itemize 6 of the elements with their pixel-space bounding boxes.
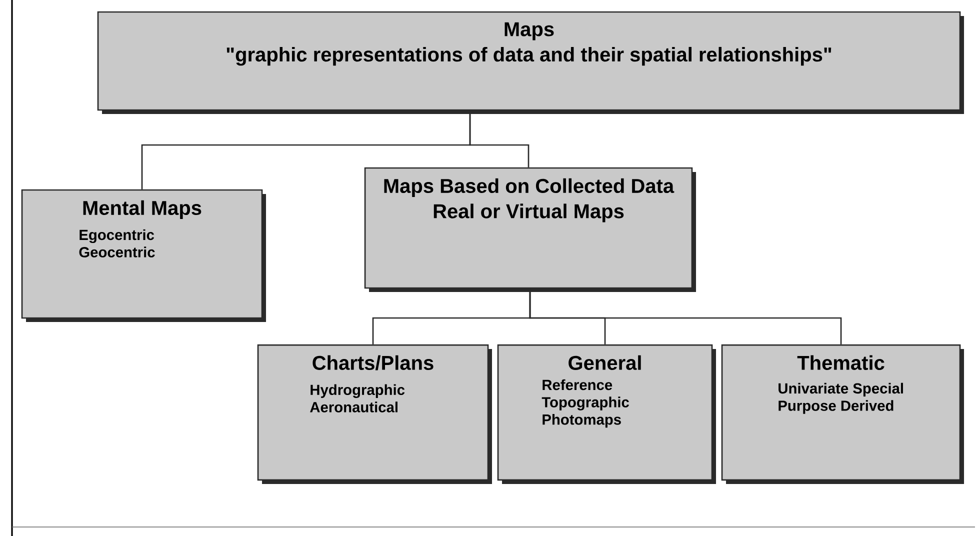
category-box: Maps "graphic representations of data and their spatial relationships" <box>97 11 964 114</box>
category-box: Maps Based on Collected Data Real or Virtual Maps <box>364 167 696 292</box>
category-box: General Reference Topographic Photomaps <box>497 344 716 484</box>
category-box: Mental Maps Egocentric Geocentric <box>21 189 266 322</box>
category-box: Charts/Plans Hydrographic Aeronautical <box>257 344 492 484</box>
category-box: Thematic Univariate Special Purpose Derived <box>721 344 964 484</box>
